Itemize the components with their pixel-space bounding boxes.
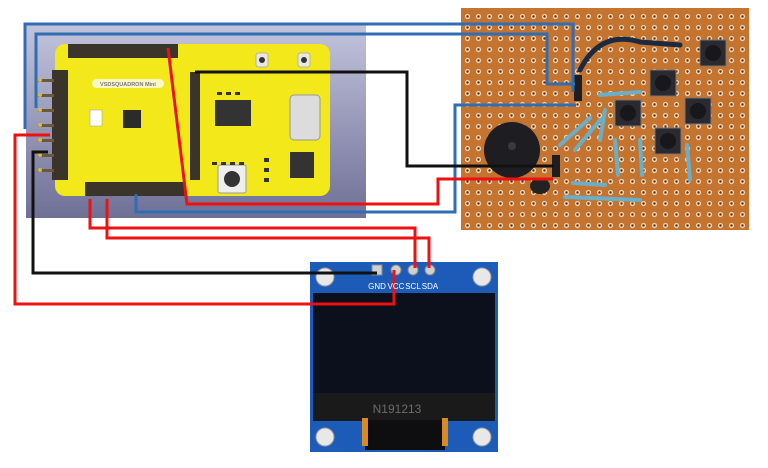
- top-header: [68, 44, 178, 58]
- wire-oled-scl: [105, 199, 431, 268]
- oscillator: [89, 109, 103, 127]
- voltage-regulator: [290, 152, 314, 178]
- resistor: [563, 195, 642, 202]
- oled-pin-vcc-label: VCC: [388, 282, 405, 291]
- left-pin: [38, 79, 54, 82]
- perf-header-bottom: [552, 155, 560, 177]
- smd-components: [212, 92, 269, 182]
- push-buttons: [614, 39, 727, 155]
- mount-hole-bl: [315, 427, 335, 447]
- oled-flex-right: [442, 418, 448, 446]
- wire-oled-sda: [88, 199, 417, 268]
- mount-hole-tr: [472, 267, 492, 287]
- oled-pin-square: [371, 264, 383, 276]
- user-button-cap: [224, 171, 240, 187]
- left-pin-tip: [38, 138, 42, 142]
- left-pin: [38, 109, 54, 112]
- wire-perf-vcc: [166, 47, 553, 206]
- usb-bridge-chip: [215, 100, 251, 126]
- resistor: [571, 181, 607, 187]
- oled-module: N191213: [310, 262, 498, 452]
- push-button: [649, 69, 677, 97]
- resistor: [598, 90, 642, 97]
- push-button-cap: [655, 75, 671, 91]
- oled-pin-scl-label: SCL: [405, 282, 421, 291]
- wire-oled-gnd: [31, 150, 377, 275]
- wire-oled-vcc: [13, 133, 396, 306]
- oled-pin-labels: GND VCC SCL SDA: [368, 282, 439, 291]
- oled-marking: N191213: [373, 402, 422, 416]
- perf-header-top: [574, 75, 582, 101]
- push-button-cap: [620, 105, 636, 121]
- resistor: [558, 116, 592, 147]
- resistor: [685, 143, 692, 182]
- usb-c-connector: [289, 94, 321, 141]
- push-button: [654, 127, 682, 155]
- oled-glass-bottom: [313, 393, 495, 421]
- oled-flex-left: [362, 418, 368, 446]
- bottom-header: [85, 182, 185, 196]
- oled-pin-gnd-label: GND: [368, 282, 386, 291]
- push-button-cap: [690, 103, 706, 119]
- left-pin-tip: [38, 123, 42, 127]
- dev-board: VSDSQUADRON Mini: [26, 24, 366, 218]
- wire-perf-sig1: [23, 22, 575, 129]
- left-header-pins: [38, 78, 54, 172]
- reset-button-cap: [259, 57, 265, 63]
- left-pin-tip: [38, 93, 42, 97]
- oled-screen: [313, 293, 495, 396]
- left-pin-tip: [38, 78, 42, 82]
- left-pin-tip: [38, 168, 42, 172]
- resistor: [573, 118, 602, 152]
- mount-hole-tl: [315, 267, 335, 287]
- resistors: [558, 90, 692, 202]
- mcu-chip: [123, 110, 141, 128]
- left-pin: [38, 124, 54, 127]
- right-header: [190, 72, 200, 180]
- push-button-cap: [705, 45, 721, 61]
- left-pin-tip: [38, 108, 42, 112]
- board-name: VSDSQUADRON Mini: [100, 82, 156, 88]
- oled-flex-cable: [365, 420, 445, 450]
- wires: [13, 22, 576, 306]
- oled-pin-sda-label: SDA: [422, 282, 439, 291]
- left-pin: [38, 94, 54, 97]
- jumper-wire: [577, 36, 683, 73]
- board-name-badge: [92, 79, 164, 88]
- buzzer-hole: [508, 142, 516, 150]
- push-button-cap: [660, 133, 676, 149]
- left-header: [52, 70, 68, 180]
- resistor: [638, 138, 644, 177]
- wire-perf-sig3: [134, 103, 576, 214]
- wire-perf-sig2: [34, 32, 575, 108]
- boot-button-cap: [301, 57, 307, 63]
- left-pin: [38, 154, 54, 157]
- mount-hole-br: [472, 427, 492, 447]
- transistor: [530, 178, 550, 194]
- left-pin-tip: [38, 153, 42, 157]
- wire-perf-gnd: [195, 70, 554, 168]
- left-pin: [38, 139, 54, 142]
- perfboard: [461, 8, 749, 230]
- left-pin: [38, 169, 54, 172]
- resistor: [613, 138, 620, 177]
- resistor: [598, 108, 607, 142]
